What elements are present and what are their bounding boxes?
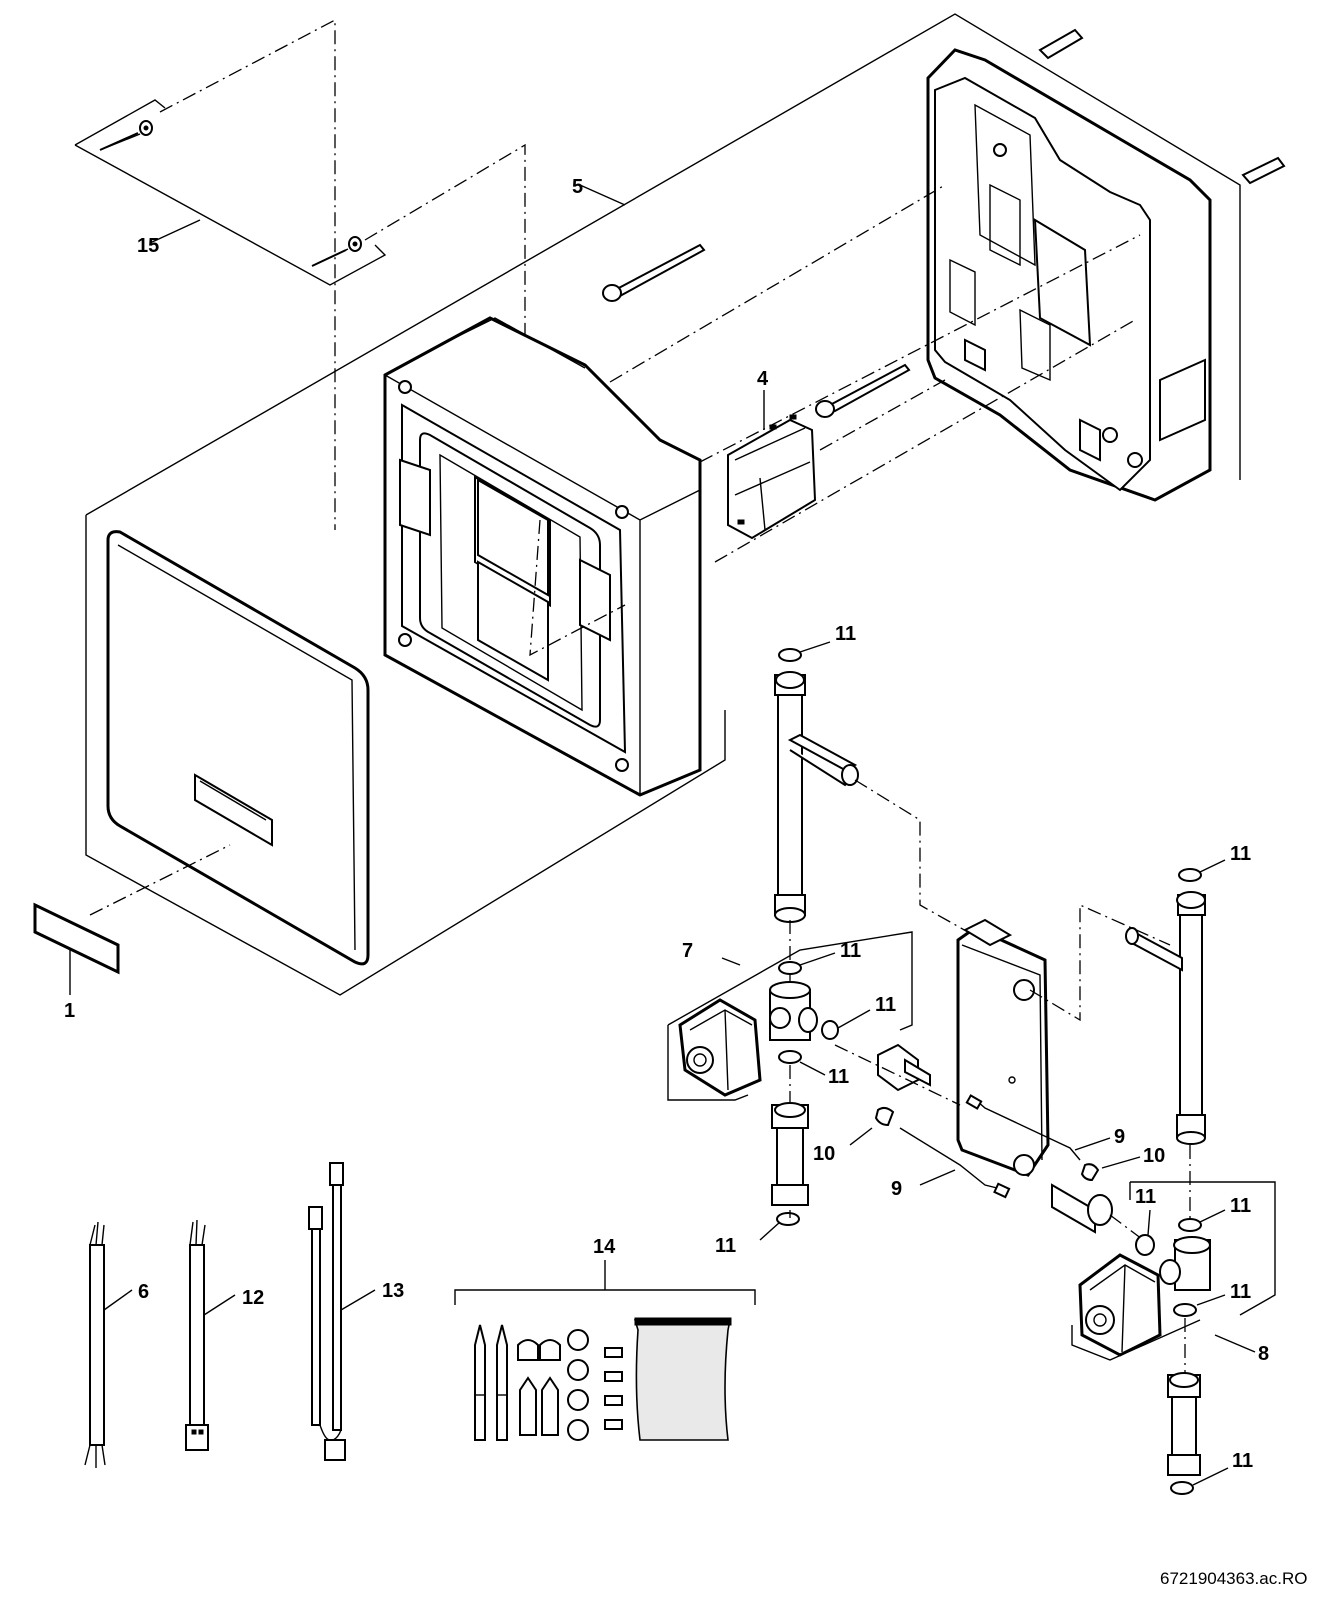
callout-11-f: 11 (715, 1235, 736, 1257)
heat-exchanger (956, 903, 1171, 1177)
callout-11-g: 11 (1135, 1186, 1156, 1208)
part-1-front-cover (33, 530, 370, 995)
callout-5: 5 (572, 176, 583, 198)
callout-15: 15 (137, 235, 159, 257)
part-13-sensor-cables (308, 1162, 376, 1461)
callout-11-a: 11 (835, 623, 856, 645)
callout-11-e: 11 (828, 1066, 849, 1088)
part-8-valve-group (1071, 1181, 1276, 1375)
callout-11-c: 11 (840, 940, 861, 962)
callout-12: 12 (242, 1287, 264, 1309)
callout-6: 6 (138, 1281, 149, 1303)
leader-lines (149, 219, 1229, 1486)
outlet-fitting (834, 1043, 1151, 1246)
callout-8: 8 (1258, 1343, 1269, 1365)
callout-11-d: 11 (875, 994, 896, 1016)
part-14-accessory-kit (454, 1260, 756, 1441)
upper-pipe-with-tee (774, 648, 1001, 1005)
callout-11-h: 11 (1230, 1195, 1251, 1217)
callout-13: 13 (382, 1280, 404, 1302)
part-7-valve-group (667, 931, 913, 1105)
wall-mount-back-housing (926, 28, 1286, 502)
callout-1: 1 (64, 1000, 75, 1022)
part-12-cable-connector (185, 1219, 236, 1451)
callout-10-right: 10 (1143, 1145, 1165, 1167)
callout-9-lower: 9 (891, 1178, 902, 1200)
mounting-screws (602, 184, 1141, 563)
callout-11-i: 11 (1230, 1281, 1251, 1303)
callout-10-left: 10 (813, 1143, 835, 1165)
part-4-pcb-module (727, 390, 817, 540)
callout-4: 4 (757, 368, 769, 390)
housing-group-outline (85, 13, 1241, 996)
part-5-enclosure (383, 184, 702, 797)
part-9-sensors-part-10-clips (849, 1094, 1141, 1199)
callout-7: 7 (682, 940, 693, 962)
part-6-cable (84, 1221, 133, 1468)
callout-9-upper: 9 (1114, 1126, 1125, 1148)
lower-left-pipe (771, 1102, 809, 1226)
right-upper-pipe (1125, 868, 1206, 1225)
callout-labels: 1 4 5 6 7 8 9 9 10 10 11 11 11 11 11 11 … (64, 176, 1269, 1472)
right-lower-pipe (1167, 1372, 1201, 1495)
callout-14: 14 (593, 1236, 616, 1258)
callout-11-b: 11 (1230, 843, 1251, 865)
callout-11-j: 11 (1232, 1450, 1253, 1472)
document-id: 6721904363.ac.RO (1160, 1569, 1307, 1588)
